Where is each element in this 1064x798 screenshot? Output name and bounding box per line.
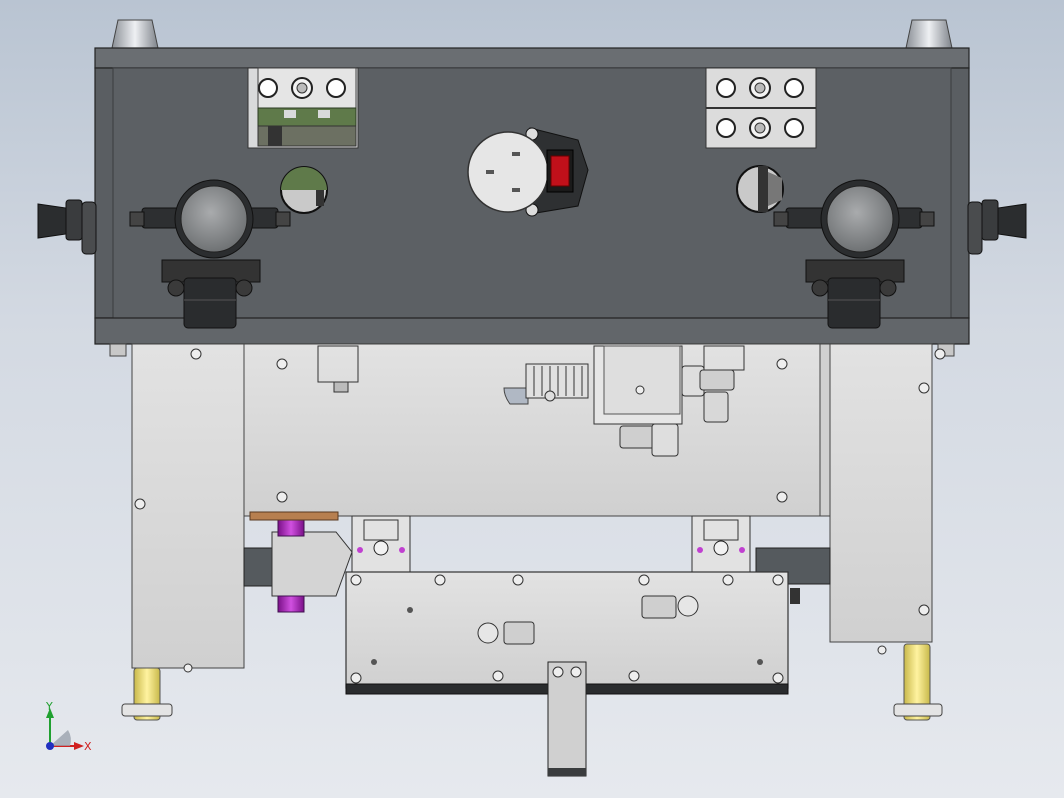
- cutout-hole-left: [280, 166, 328, 214]
- coordinate-axis-icon: Y X: [45, 700, 92, 753]
- axis-y-label: Y: [45, 700, 53, 713]
- air-fitting-elbow-mid[interactable]: [619, 423, 679, 457]
- terminal-strip: [503, 363, 589, 405]
- air-fitting-lower-right[interactable]: [641, 595, 699, 619]
- bracket-right: [691, 515, 751, 573]
- lower-rail-left: [243, 511, 353, 613]
- side-plate-left: [109, 343, 245, 673]
- pressure-gauge-left[interactable]: [129, 179, 291, 329]
- foot-yellow-right: [893, 643, 943, 721]
- center-mounting-plate: [243, 343, 831, 517]
- pressure-gauge-right[interactable]: [773, 179, 935, 329]
- cutout-hole-right: [736, 165, 784, 213]
- air-fitting-elbow-top[interactable]: [681, 365, 735, 423]
- top-foot-left: [111, 19, 159, 49]
- rocker-switch[interactable]: [546, 149, 574, 193]
- side-handle-left[interactable]: [37, 199, 97, 255]
- foot-yellow-left: [121, 667, 173, 721]
- bracket-left: [351, 515, 411, 573]
- side-handle-right[interactable]: [967, 199, 1027, 255]
- top-foot-right: [905, 19, 953, 49]
- bottom-tab: [547, 661, 587, 777]
- terminal-block-right: [705, 67, 817, 149]
- axis-x-label: X: [84, 740, 92, 753]
- terminal-block-left: [247, 67, 359, 149]
- side-plate-right: [829, 343, 955, 655]
- solenoid-valve[interactable]: [593, 345, 683, 425]
- air-fitting-lower-left[interactable]: [477, 621, 535, 645]
